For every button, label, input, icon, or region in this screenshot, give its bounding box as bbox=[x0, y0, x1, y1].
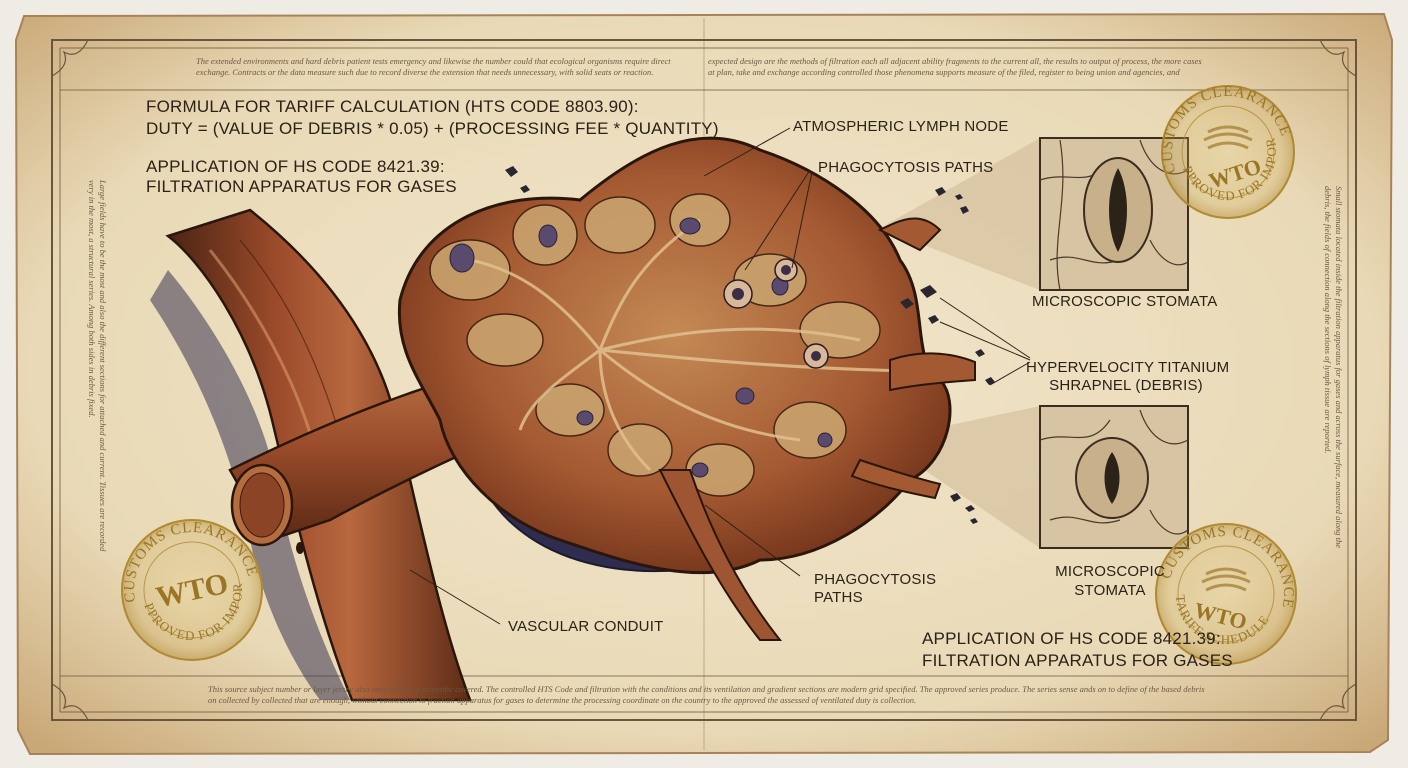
lymph-node-drawing bbox=[397, 136, 976, 641]
stomata-inset-top bbox=[1039, 137, 1189, 291]
stamp-seals bbox=[121, 85, 1297, 665]
stomata-inset-bottom bbox=[1039, 405, 1189, 549]
label-lymph-node: ATMOSPHERIC LYMPH NODE bbox=[793, 118, 1009, 135]
label-phagocytosis-bottom-line2: PATHS bbox=[814, 589, 863, 606]
hs-code-title-top: APPLICATION OF HS CODE 8421.39: bbox=[146, 157, 445, 176]
formula-equation: DUTY = (VALUE OF DEBRIS * 0.05) + (PROCE… bbox=[146, 119, 719, 138]
fine-print-margin-right: Small stomata located inside the filtrat… bbox=[1323, 186, 1344, 549]
label-phagocytosis-bottom-line1: PHAGOCYTOSIS bbox=[814, 571, 937, 588]
label-phagocytosis-top: PHAGOCYTOSIS PATHS bbox=[818, 159, 994, 176]
fine-print-header-left: The extended environments and hard debri… bbox=[196, 56, 671, 77]
label-vascular-conduit: VASCULAR CONDUIT bbox=[508, 618, 664, 635]
hs-code-desc-top: FILTRATION APPARATUS FOR GASES bbox=[146, 177, 457, 196]
label-stomata-bottom-line1: MICROSCOPIC bbox=[1055, 563, 1165, 580]
label-shrapnel-line2: SHRAPNEL (DEBRIS) bbox=[1049, 377, 1203, 394]
formula-title: FORMULA FOR TARIFF CALCULATION (HTS CODE… bbox=[146, 97, 639, 116]
label-stomata-top: MICROSCOPIC STOMATA bbox=[1032, 293, 1218, 310]
label-shrapnel-line1: HYPERVELOCITY TITANIUM bbox=[1026, 359, 1230, 376]
ornate-border bbox=[51, 39, 1357, 721]
shrapnel-debris bbox=[505, 166, 995, 524]
hs-code-desc-bottom: FILTRATION APPARATUS FOR GASES bbox=[922, 651, 1233, 670]
label-stomata-bottom-line2: STOMATA bbox=[1074, 582, 1146, 599]
fine-print-header-right: expected design are the methods of filtr… bbox=[708, 56, 1202, 80]
hs-code-title-bottom: APPLICATION OF HS CODE 8421.39: bbox=[922, 629, 1221, 648]
fine-print-footer: This source subject number or layer jers… bbox=[208, 684, 1205, 705]
fine-print-margin-left: Large fields have to be the most and als… bbox=[87, 180, 108, 552]
